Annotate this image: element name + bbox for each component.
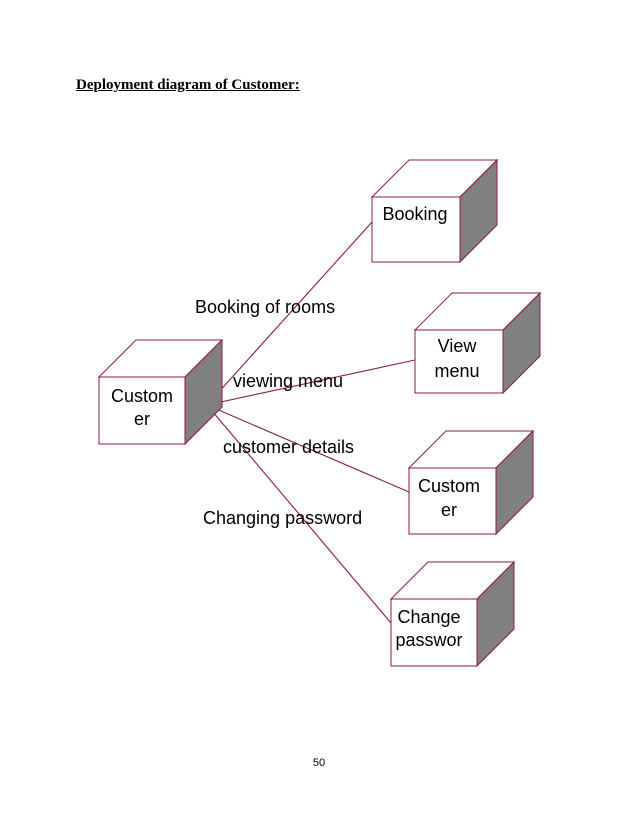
node-label: passwor xyxy=(395,630,462,650)
edge-change-password xyxy=(206,404,392,624)
node-change-password: Change passwor xyxy=(389,560,516,668)
node-front-face xyxy=(371,196,461,263)
edge-label-change-password: Changing password xyxy=(203,508,362,528)
node-label: View xyxy=(438,336,478,356)
node-label: Custom xyxy=(111,386,173,406)
node-label: er xyxy=(134,409,150,429)
node-label: Change xyxy=(397,607,460,627)
node-front-face xyxy=(98,376,186,445)
edge-customer-target xyxy=(206,404,410,493)
node-customer-source: Custom er xyxy=(97,338,224,446)
edge-label-view-menu: viewing menu xyxy=(233,371,343,391)
node-booking: Booking xyxy=(370,158,499,264)
node-label: er xyxy=(441,500,457,520)
node-label: menu xyxy=(434,361,479,381)
node-label: Booking xyxy=(382,204,447,224)
node-view-menu: View menu xyxy=(413,291,542,395)
node-label: Custom xyxy=(418,476,480,496)
edge-booking xyxy=(206,221,373,406)
edge-view-menu xyxy=(206,359,416,406)
node-front-face xyxy=(414,329,504,394)
node-customer-target: Custom er xyxy=(407,429,535,536)
node-front-face xyxy=(408,467,497,535)
page-heading: Deployment diagram of Customer: xyxy=(76,77,300,93)
page-number: 50 xyxy=(312,757,326,769)
edge-label-booking: Booking of rooms xyxy=(195,297,335,317)
edge-label-customer-target: customer details xyxy=(223,437,354,457)
node-front-face xyxy=(390,598,478,667)
